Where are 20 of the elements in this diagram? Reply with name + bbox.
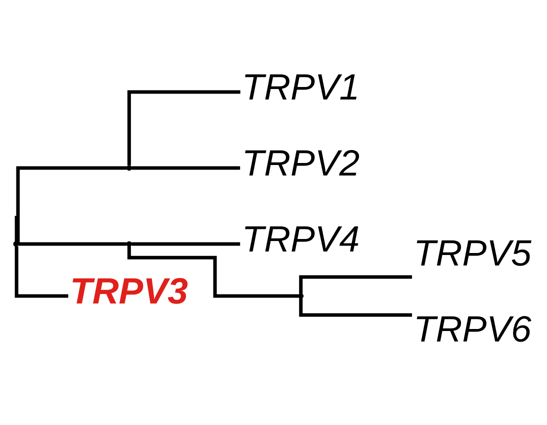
connector — [127, 246, 299, 298]
connector — [14, 246, 68, 298]
node-text: TRPV5 — [413, 232, 532, 273]
node-text: TRPV4 — [242, 218, 360, 259]
node-point — [13, 240, 19, 246]
connector — [299, 298, 412, 316]
node-text: TRPV3 — [70, 270, 188, 311]
connector — [18, 242, 127, 246]
connector — [127, 90, 240, 165]
node-text: TRPV1 — [242, 66, 360, 107]
connector — [132, 242, 240, 246]
node-point — [126, 240, 132, 246]
node-point — [298, 292, 304, 298]
node-text: TRPV2 — [242, 142, 360, 183]
node-point — [126, 164, 132, 170]
node-text: TRPV6 — [413, 308, 532, 349]
connector — [299, 274, 412, 294]
connector — [14, 215, 18, 242]
connector — [16, 166, 127, 244]
connector — [132, 166, 240, 170]
